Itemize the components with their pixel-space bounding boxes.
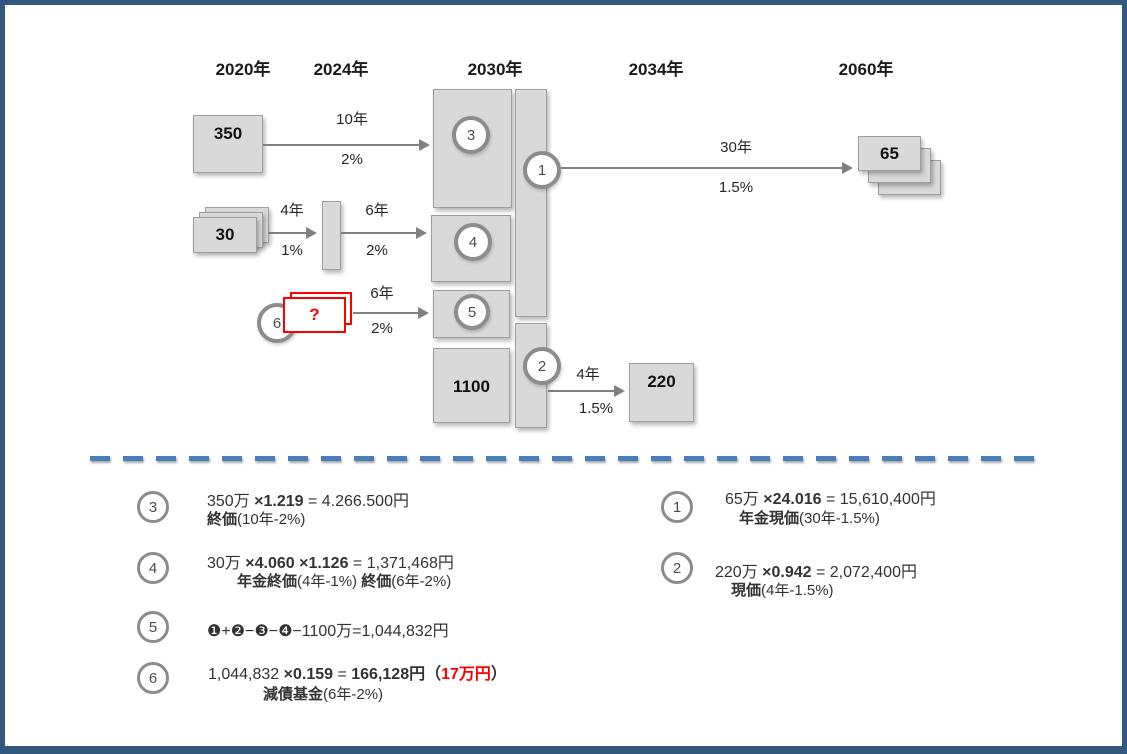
- arrow-rate-label: 2%: [371, 320, 393, 337]
- principal-box-220: 220: [629, 363, 694, 422]
- formula-circle-2: 2: [661, 552, 693, 584]
- arrow-head-2024-to-2030: [416, 227, 427, 239]
- formula-2-line2: 現価(4年-1.5%): [731, 582, 834, 599]
- milestone-bar-2024: [322, 201, 341, 270]
- formula-circle-1: 1: [661, 491, 693, 523]
- arrow-line-2030-to-2060: [561, 167, 843, 169]
- arrow-line-350-to-2030: [263, 144, 421, 146]
- arrow-years-label: 6年: [370, 285, 394, 302]
- formula-5-line1: ❶+❷−❸−❹−1100万=1,044,832円: [207, 623, 449, 640]
- annuity-stack-65: 65: [858, 136, 921, 171]
- total-bar-upper: [515, 89, 547, 317]
- arrow-line-2030-to-2034: [548, 390, 615, 392]
- arrow-years-label: 6年: [365, 202, 389, 219]
- arrow-head-2030-to-2034: [614, 385, 625, 397]
- arrow-years-label: 4年: [280, 202, 304, 219]
- step-circle-2: 2: [523, 347, 561, 385]
- arrow-years-label: 4年: [576, 366, 600, 383]
- arrow-line-30-to-2024: [268, 232, 307, 234]
- year-label-2030: 2030年: [467, 60, 523, 79]
- formula-circle-5: 5: [137, 611, 169, 643]
- arrow-head-2030-to-2060: [842, 162, 853, 174]
- arrow-rate-label: 1.5%: [718, 179, 754, 196]
- formula-circle-4: 4: [137, 552, 169, 584]
- formula-1-line1: 65万 ×24.016 = 15,610,400円: [725, 491, 936, 508]
- formula-6-line2: 減債基金(6年-2%): [263, 686, 384, 703]
- formula-1-line2: 年金現価(30年-1.5%): [739, 510, 880, 527]
- arrow-line-unknown-to-2030: [353, 312, 419, 314]
- year-label-2034: 2034年: [628, 60, 684, 79]
- arrow-rate-label: 1.5%: [578, 400, 614, 417]
- step-circle-3: 3: [452, 116, 490, 154]
- formula-3-line2: 終価(10年-2%): [207, 511, 306, 528]
- unknown-amount-card: ?: [283, 297, 346, 333]
- arrow-line-2024-to-2030: [341, 232, 417, 234]
- formula-2-line1: 220万 ×0.942 = 2,072,400円: [715, 564, 917, 581]
- step-circle-4: 4: [454, 223, 492, 261]
- formula-circle-6: 6: [137, 662, 169, 694]
- year-label-2024: 2024年: [313, 60, 369, 79]
- arrow-head-350-to-2030: [419, 139, 430, 151]
- dashed-divider: [90, 456, 1045, 461]
- formula-6-line1: 1,044,832 ×0.159 = 166,128円（17万円）: [208, 666, 507, 683]
- arrow-years-label: 30年: [720, 139, 752, 156]
- arrow-rate-label: 2%: [366, 242, 388, 259]
- arrow-rate-label: 1%: [281, 242, 303, 259]
- annuity-stack-30: 30: [193, 217, 257, 253]
- formula-4-line2: 年金終価(4年-1%) 終価(6年-2%): [237, 573, 452, 590]
- year-label-2060: 2060年: [838, 60, 894, 79]
- formula-circle-3: 3: [137, 491, 169, 523]
- arrow-years-label: 10年: [336, 111, 368, 128]
- formula-3-line1: 350万 ×1.219 = 4.266.500円: [207, 493, 409, 510]
- step-circle-5: 5: [454, 294, 490, 330]
- step-circle-1: 1: [523, 151, 561, 189]
- formula-4-line1: 30万 ×4.060 ×1.126 = 1,371,468円: [207, 555, 454, 572]
- year-label-2020: 2020年: [215, 60, 271, 79]
- accumulation-box-3: [433, 89, 512, 208]
- arrow-head-30-to-2024: [306, 227, 317, 239]
- principal-box-350: 350: [193, 115, 263, 173]
- arrow-head-unknown-to-2030: [418, 307, 429, 319]
- arrow-rate-label: 2%: [341, 151, 363, 168]
- principal-box-1100: 1100: [433, 348, 510, 423]
